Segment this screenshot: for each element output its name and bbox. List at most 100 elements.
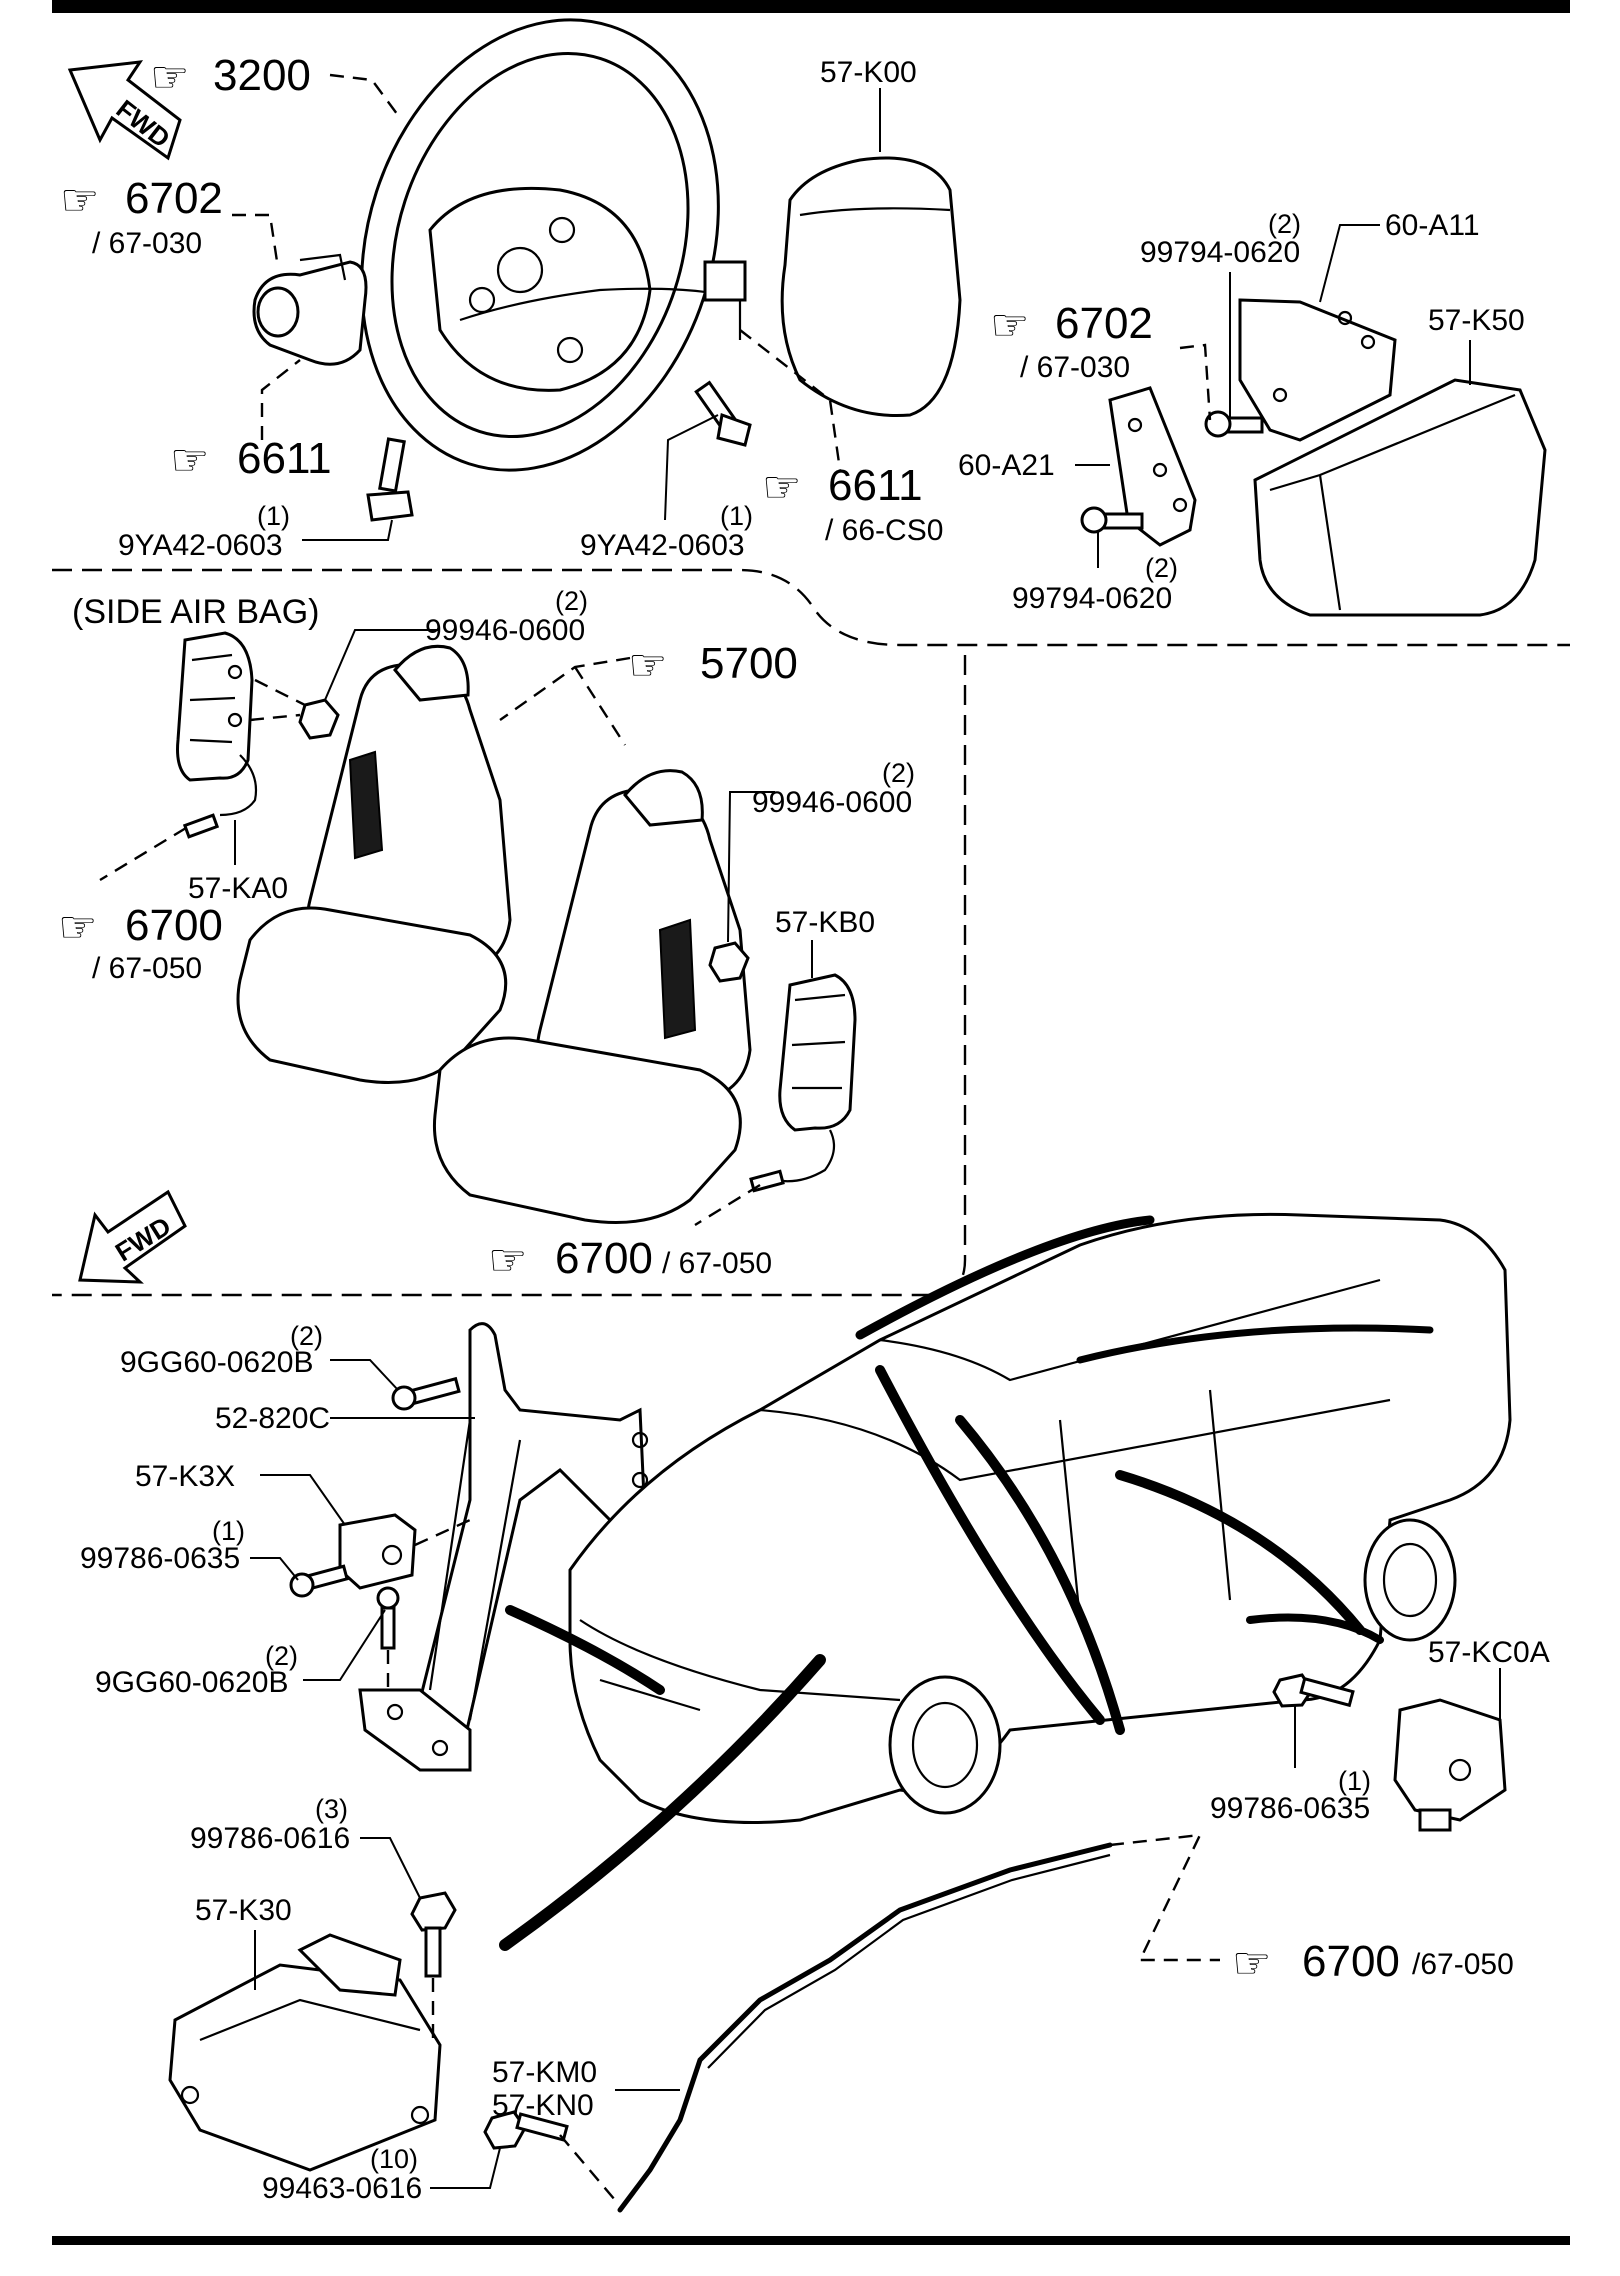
ref-sub: / 67-030 — [1020, 351, 1130, 384]
part-number: 57-K50 — [1428, 304, 1525, 337]
steering-wheel — [360, 18, 747, 472]
part-number: 99946-0600 — [752, 786, 912, 819]
bolt-99463-0616 — [483, 2110, 569, 2150]
ref-sub: / 67-050 — [92, 952, 202, 985]
leader-6702-a — [232, 213, 280, 269]
hand-pointer-icon: ☞ — [170, 436, 209, 485]
part-number: 57-KM0 — [492, 2056, 597, 2089]
ref-number: 6700 — [1302, 1937, 1400, 1986]
reference-6611-a: ☞ 6611 — [170, 434, 332, 485]
bolt-9gg60-b — [376, 1586, 400, 1650]
part-qty: (2) — [1145, 553, 1178, 583]
part-qty: (2) — [265, 1641, 298, 1671]
leader-3200 — [329, 73, 401, 119]
ref-sub: / 67-030 — [92, 227, 202, 260]
part-number: 57-KB0 — [775, 906, 875, 939]
bolt-9gg60-a — [391, 1376, 461, 1411]
ref-sub: /67-050 — [1412, 1948, 1514, 1981]
part-number: 9GG60-0620B — [120, 1346, 313, 1379]
top-rule — [52, 0, 1570, 13]
hand-pointer-icon: ☞ — [488, 1236, 527, 1285]
bottom-rule — [52, 2236, 1570, 2245]
part-number: 57-K30 — [195, 1894, 292, 1927]
routing-line — [955, 1415, 1125, 1735]
reference-6611-b: ☞ 6611 / 66-CS0 — [762, 461, 943, 547]
front-seat-right — [432, 769, 752, 1224]
lead-9gg60-b — [303, 1609, 386, 1681]
leader-k00 — [739, 329, 842, 471]
bolt-9ya42-b — [694, 380, 752, 447]
section-title: (SIDE AIR BAG) — [72, 593, 320, 631]
routing-line — [1115, 1470, 1365, 1635]
leader-sab-left — [249, 678, 306, 722]
reference-6702-a: ☞ 6702 / 67-030 — [60, 174, 223, 260]
sas-control-module-57-k30 — [168, 1933, 442, 2172]
part-number: 57-KA0 — [188, 872, 288, 905]
part-qty: (2) — [290, 1321, 323, 1351]
lead-99463 — [430, 2147, 501, 2189]
leader-km0 — [559, 2134, 616, 2201]
lead-99946-a — [324, 629, 440, 701]
part-qty: (1) — [212, 1516, 245, 1546]
side-sensor-57-kc0a — [1393, 1698, 1507, 1832]
fwd-arrow-middle: FWD — [78, 1189, 187, 1284]
part-number: 9YA42-0603 — [580, 529, 745, 562]
ref-number: 6702 — [125, 174, 223, 223]
lead-9gg60-a — [330, 1359, 399, 1391]
reference-6700-a: ☞ 6700 / 67-050 — [58, 901, 223, 985]
routing-line — [1246, 1613, 1384, 1644]
part-qty: (1) — [1338, 1766, 1371, 1796]
routing-line — [875, 1365, 1105, 1725]
hand-pointer-icon: ☞ — [990, 301, 1029, 350]
bolt-99794-a — [1204, 410, 1264, 438]
reference-3200: ☞ 3200 — [150, 51, 311, 102]
routing-line — [499, 1654, 826, 1951]
combination-switch — [252, 253, 368, 366]
leader-6700-a — [99, 826, 187, 882]
part-qty: (2) — [1268, 209, 1301, 239]
bolt-99794-b — [1080, 506, 1144, 534]
leader-6611-a — [260, 359, 301, 440]
part-number: 9YA42-0603 — [118, 529, 283, 562]
part-number: 99786-0635 — [1210, 1792, 1370, 1825]
leader-k3x — [414, 1518, 471, 1547]
ref-number: 6611 — [237, 434, 332, 483]
bracket-52-820c — [358, 1322, 649, 1772]
part-number: 60-A11 — [1385, 209, 1480, 242]
part-number: 9GG60-0620B — [95, 1666, 288, 1699]
side-airbag-module-57-kb0 — [749, 973, 857, 1193]
part-number: 99463-0616 — [262, 2172, 422, 2205]
crash-sensor-57-k3x — [338, 1513, 417, 1590]
bracket-60-a11 — [1238, 298, 1397, 442]
routing-line — [505, 1605, 665, 1695]
ref-number: 5700 — [700, 639, 798, 688]
part-number: 57-KC0A — [1428, 1636, 1550, 1669]
ref-number: 6611 — [828, 461, 923, 510]
vehicle-sedan — [568, 1212, 1512, 1824]
curtain-airbag-inner — [707, 1853, 1111, 2069]
lead-99786-0616 — [360, 1837, 421, 1899]
routing-line — [855, 1215, 1155, 1340]
hand-pointer-icon: ☞ — [60, 176, 99, 225]
part-number: 99946-0600 — [425, 614, 585, 647]
part-number: 52-820C — [215, 1402, 330, 1435]
ref-number: 3200 — [213, 51, 311, 100]
ref-number: 6702 — [1055, 299, 1153, 348]
ref-number: 6700 — [555, 1234, 653, 1283]
lead-57-k3x — [260, 1474, 346, 1526]
reference-6700-c: ☞ 6700 /67-050 — [1232, 1937, 1514, 1988]
lead-99786-a — [250, 1557, 299, 1581]
bolt-99786-0616 — [410, 1891, 457, 1978]
ref-sub: / 66-CS0 — [825, 514, 943, 547]
part-number: 99794-0620 — [1012, 582, 1172, 615]
part-qty: (1) — [720, 501, 753, 531]
bolt-99786-0635-b — [1272, 1673, 1355, 1708]
front-seat-left — [236, 644, 512, 1084]
hand-pointer-icon: ☞ — [628, 641, 667, 690]
part-qty: (10) — [370, 2144, 418, 2174]
leader-5700 — [499, 656, 631, 746]
lead-9ya42-a — [302, 519, 393, 541]
driver-airbag-module — [780, 156, 962, 418]
ref-sub: / 67-050 — [662, 1247, 772, 1280]
part-qty: (3) — [315, 1794, 348, 1824]
